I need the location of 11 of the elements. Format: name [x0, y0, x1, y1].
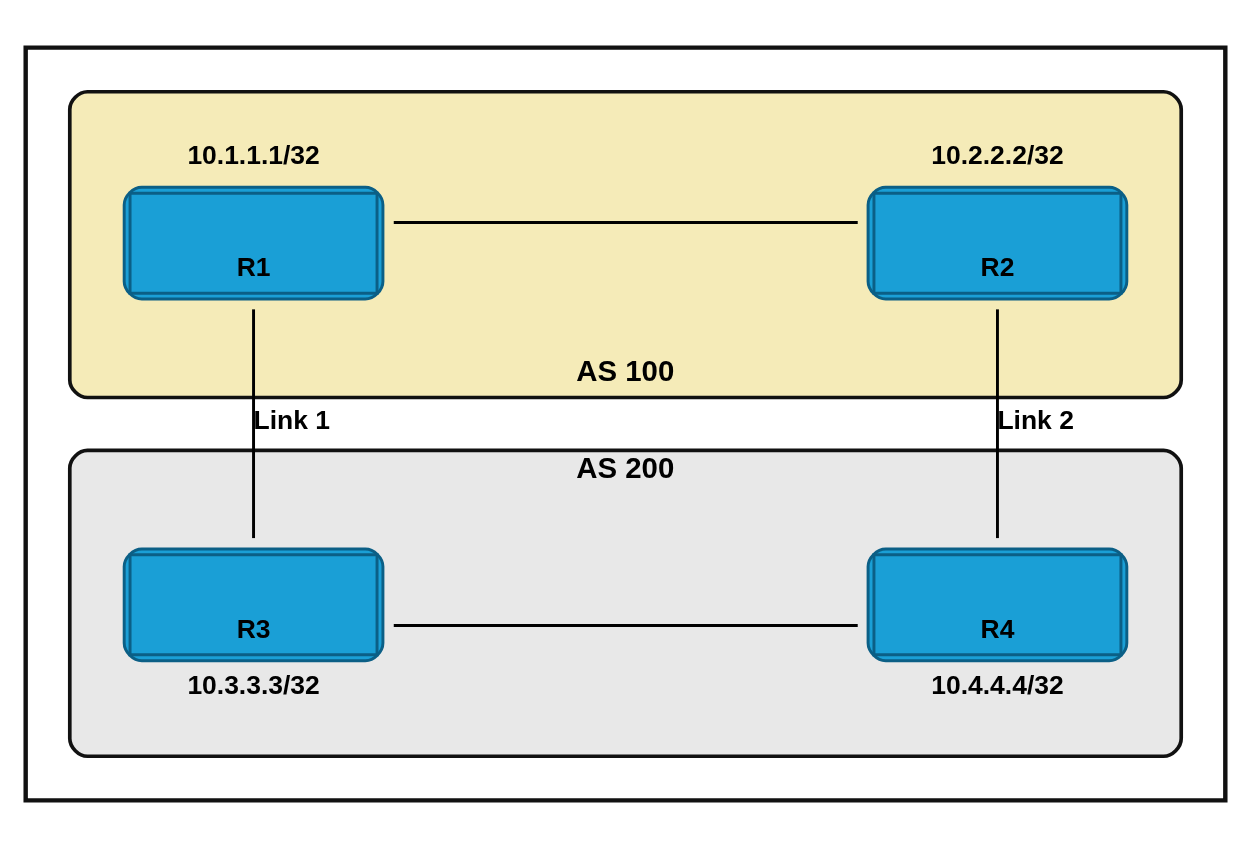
connector	[252, 309, 255, 539]
node-label: 10.1.1.1/32	[187, 140, 320, 171]
connector	[393, 623, 858, 627]
connector	[996, 309, 999, 539]
node-label: 10.2.2.2/32	[931, 140, 1064, 171]
edge-label: Link 2	[997, 405, 1074, 435]
node-label: 10.4.4.4/32	[931, 669, 1064, 700]
cluster	[23, 45, 1228, 803]
connector	[393, 221, 858, 225]
edge-label: Link 1	[253, 405, 331, 435]
node-label: 10.3.3.3/32	[187, 669, 320, 700]
